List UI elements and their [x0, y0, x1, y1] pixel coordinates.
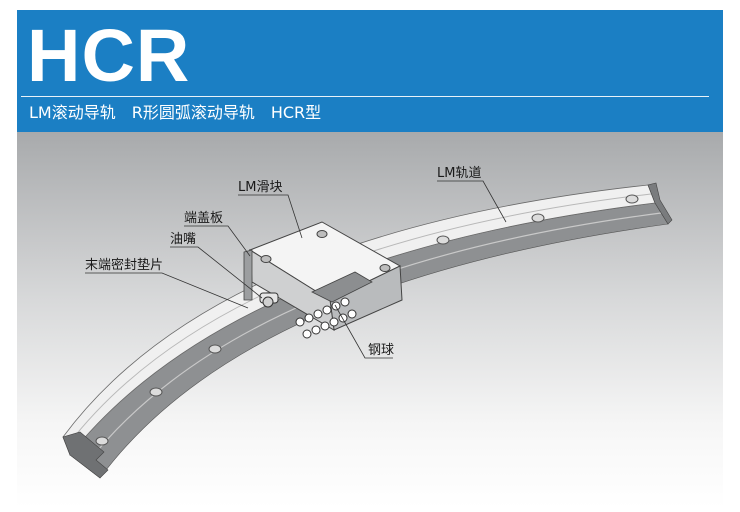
rail-hole [149, 387, 163, 397]
end-plate-label: 端盖板 [184, 211, 223, 226]
grease-nipple-label: 油嘴 [170, 232, 196, 247]
rail-hole [436, 235, 450, 245]
product-title: HCR [27, 14, 191, 97]
balls-label: 钢球 [368, 343, 394, 358]
steel-balls [295, 297, 357, 339]
end-seal-label: 末端密封垫片 [85, 257, 163, 273]
lm-block [243, 221, 403, 339]
header-banner: HCR LM滚动导轨 R形圆弧滚动导轨 HCR型 [17, 10, 723, 132]
rail-label: LM轨道 [437, 166, 481, 181]
block-label: LM滑块 [238, 180, 282, 195]
rail-hole [625, 194, 639, 204]
rail-hole [531, 213, 545, 223]
header-divider [21, 96, 709, 97]
product-subtitle: LM滚动导轨 R形圆弧滚动导轨 HCR型 [29, 103, 322, 122]
lm-rail [62, 182, 673, 479]
rail-hole [208, 344, 222, 354]
rail-hole [95, 436, 109, 446]
